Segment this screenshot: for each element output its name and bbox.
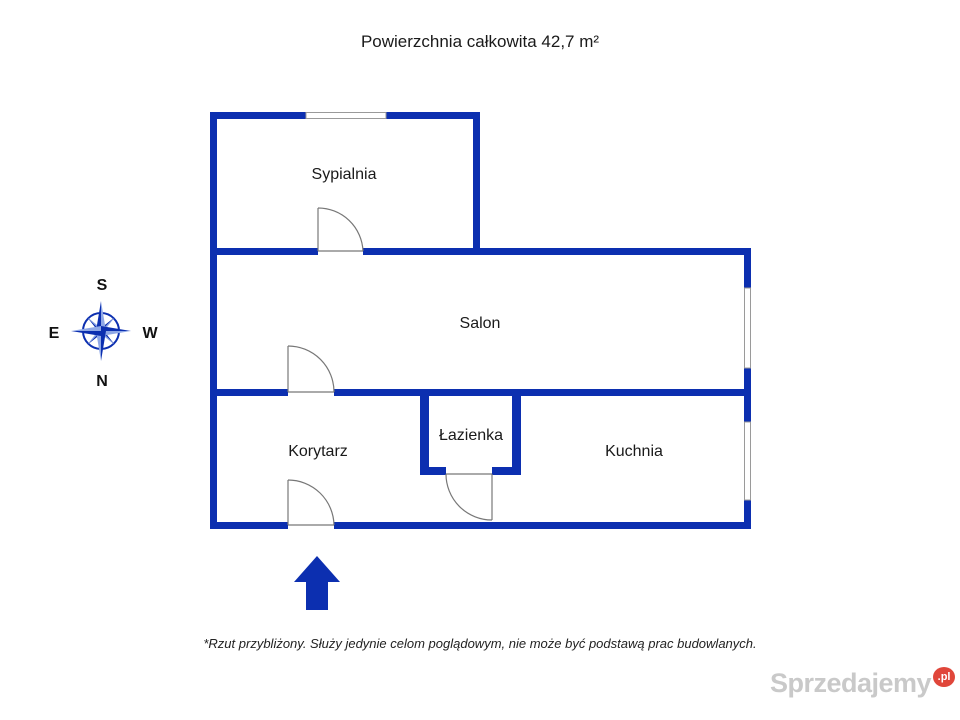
walls [210,112,751,529]
watermark-logo: Sprzedajemy.pl [770,667,956,699]
wall-corridor-left [210,389,217,529]
compass-label-bottom: N [96,373,108,390]
wall-bedroom-left [210,112,217,254]
window-bedroom [305,112,387,119]
wall-living-lower-right [334,389,751,396]
wall-bedroom-top-left [210,112,306,119]
disclaimer-note: *Rzut przybliżony. Służy jedynie celom p… [203,636,757,651]
wall-bedroom-living-right [363,248,751,255]
entrance-arrow-icon [294,556,340,610]
wall-living-right-top [744,248,751,288]
compass-label-right: W [142,325,158,342]
wall-kitchen-right-bottom [744,500,751,529]
window-kitchen [744,421,751,501]
watermark-text: Sprzedajemy [770,668,932,698]
room-label-kitchen: Kuchnia [605,443,663,460]
plan-title: Powierzchnia całkowita 42,7 m² [360,32,600,51]
wall-living-left [210,248,217,396]
doors [287,207,493,526]
wall-living-lower-left [210,389,288,396]
wall-bottom-right [334,522,751,529]
door-bedroom [317,207,364,252]
wall-bathroom-left [420,389,429,475]
wall-bathroom-bottom-right [492,467,521,475]
wall-bottom-left [210,522,288,529]
wall-bedroom-living-left [210,248,318,255]
compass-label-top: S [97,277,108,294]
watermark-badge: .pl [933,667,956,687]
room-label-corridor: Korytarz [288,443,348,460]
window-living [744,287,751,369]
door-bathroom [445,473,493,521]
compass-rose-icon [71,301,131,361]
wall-bedroom-right [473,112,480,254]
wall-bathroom-bottom-left [420,467,446,475]
room-label-bedroom: Sypialnia [312,166,377,183]
room-label-living: Salon [460,315,501,332]
wall-bathroom-right [512,389,521,475]
door-living [287,345,335,393]
compass-label-left: E [49,325,60,342]
door-entrance [287,479,335,526]
windows [305,112,751,501]
room-label-bathroom: Łazienka [439,427,503,444]
wall-bedroom-top-right [386,112,480,119]
